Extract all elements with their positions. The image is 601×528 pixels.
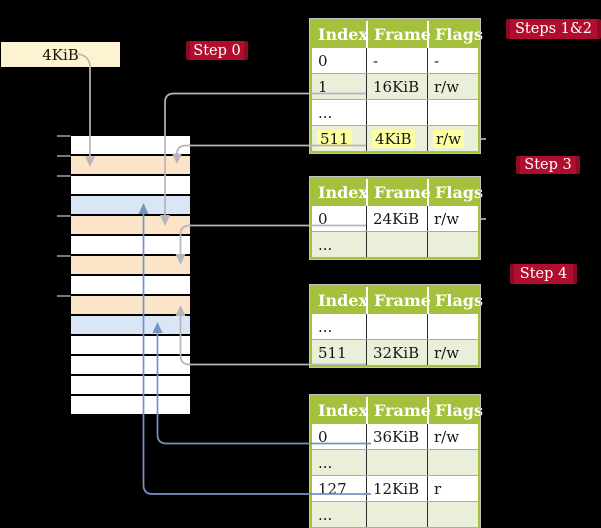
cell-frame [366, 502, 427, 527]
header-cell-flags: Flags [427, 21, 483, 48]
memory-row [71, 316, 190, 336]
cell-index: 127 [318, 479, 347, 498]
memory-row [71, 136, 190, 156]
cell-frame [366, 100, 427, 125]
cell-index: ... [318, 235, 333, 254]
header-cell-frame: Frame [366, 287, 431, 314]
cell-flags [427, 100, 478, 125]
cell-index: 511 [312, 126, 366, 151]
cell-index: 0 [318, 51, 328, 70]
step-4-badge: Step 4 [510, 264, 577, 284]
cell-flags: r/w [427, 424, 478, 449]
header-cell-index: Index [318, 183, 369, 202]
header-cell-flags: Flags [427, 287, 483, 314]
table-row: ... [312, 231, 478, 257]
page-table-final: Index Frame Flags 0 36KiB r/w ... 127 12… [309, 394, 483, 528]
cell-flags [427, 450, 478, 475]
memory-row [71, 196, 190, 216]
cell-index: ... [318, 453, 333, 472]
memory-row [71, 176, 190, 196]
cell-frame: 16KiB [366, 74, 427, 99]
cell-frame: - [366, 48, 427, 73]
memory-row [71, 236, 190, 256]
physical-memory-column [71, 136, 190, 416]
memory-row [71, 356, 190, 376]
cell-index: 0 [318, 427, 328, 446]
page-table-step-4: Index Frame Flags ... 511 32KiB r/w [309, 284, 483, 368]
cell-flags: r/w [427, 126, 478, 151]
table-header-row: Index Frame Flags [312, 21, 483, 48]
memory-row [71, 276, 190, 296]
page-table-steps-1-2: Index Frame Flags 0 - - 1 16KiB r/w ... … [309, 18, 483, 154]
cell-index: 1 [318, 77, 328, 96]
steps-1-2-badge: Steps 1&2 [506, 19, 601, 39]
header-cell-frame: Frame [366, 21, 431, 48]
cell-index: 0 [318, 209, 328, 228]
frame-size-label: 4KiB [1, 42, 120, 67]
memory-row [71, 296, 190, 316]
cell-flags [427, 314, 478, 339]
table-row-highlighted: 511 4KiB r/w [312, 125, 478, 151]
header-cell-index: Index [318, 291, 369, 310]
cell-index: ... [318, 505, 333, 524]
cell-flags [427, 232, 478, 257]
header-cell-index: Index [318, 401, 369, 420]
table-header-row: Index Frame Flags [312, 397, 483, 424]
table-row: ... [312, 314, 478, 339]
table-row: 511 32KiB r/w [312, 339, 478, 365]
header-cell-flags: Flags [427, 179, 483, 206]
table-header-row: Index Frame Flags [312, 179, 483, 206]
cell-frame [366, 232, 427, 257]
table-row: ... [312, 449, 478, 475]
highlight: r/w [433, 129, 465, 148]
cell-index: 511 [318, 343, 347, 362]
cell-frame [366, 450, 427, 475]
cell-flags: r/w [427, 340, 478, 365]
page-table-step-3: Index Frame Flags 0 24KiB r/w ... [309, 176, 483, 260]
step-0-badge: Step 0 [186, 41, 248, 60]
header-cell-frame: Frame [366, 397, 431, 424]
cell-index: ... [318, 317, 333, 336]
highlight: 511 [317, 129, 352, 148]
table-row: 0 24KiB r/w [312, 206, 478, 231]
table-row: 127 12KiB r [312, 475, 478, 501]
cell-flags: r/w [427, 74, 478, 99]
tick-marks [57, 135, 71, 297]
header-cell-index: Index [318, 25, 369, 44]
memory-row [71, 256, 190, 276]
cell-frame: 4KiB [366, 126, 427, 151]
header-cell-flags: Flags [427, 397, 483, 424]
memory-row [71, 396, 190, 416]
cell-frame: 12KiB [366, 476, 427, 501]
highlight: 4KiB [372, 129, 415, 148]
table-row: ... [312, 99, 478, 125]
step-3-badge: Step 3 [516, 156, 580, 174]
cell-flags: r/w [427, 206, 478, 231]
memory-row [71, 216, 190, 236]
cell-frame: 24KiB [366, 206, 427, 231]
cell-frame [366, 314, 427, 339]
cell-frame: 32KiB [366, 340, 427, 365]
table-header-row: Index Frame Flags [312, 287, 483, 314]
table-row: 0 - - [312, 48, 478, 73]
cell-frame: 36KiB [366, 424, 427, 449]
cell-flags: r [427, 476, 478, 501]
cell-flags [427, 502, 478, 527]
table-row: 1 16KiB r/w [312, 73, 478, 99]
table-row: ... [312, 501, 478, 527]
table-row: 0 36KiB r/w [312, 424, 478, 449]
memory-row [71, 336, 190, 356]
header-cell-frame: Frame [366, 179, 431, 206]
cell-index: ... [318, 103, 333, 122]
memory-row [71, 376, 190, 396]
cell-flags: - [427, 48, 478, 73]
memory-row [71, 156, 190, 176]
